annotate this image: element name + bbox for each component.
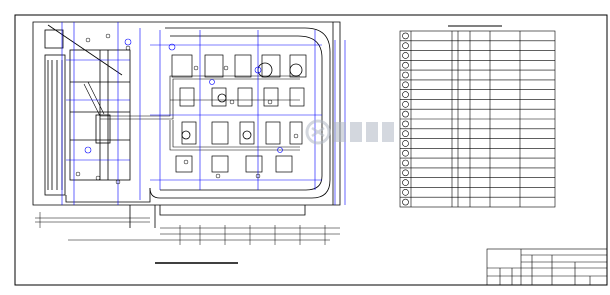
row-marker [402, 81, 409, 89]
blue-annotations [61, 22, 346, 205]
dimension-lines [35, 212, 340, 245]
watermark-logo [305, 119, 394, 145]
row-marker [402, 120, 409, 128]
row-markers [402, 32, 409, 206]
row-marker [402, 159, 409, 167]
table-rows [400, 40, 555, 198]
row-marker [402, 130, 409, 137]
diagonal-line [47, 24, 123, 76]
row-marker [402, 71, 409, 79]
row-marker [402, 140, 409, 147]
row-marker [402, 32, 409, 40]
sheet-border [14, 14, 608, 286]
equipment-blocks [171, 54, 307, 173]
tag-bubbles [75, 33, 299, 185]
enclosure-wall [149, 27, 331, 199]
floor-plan [32, 21, 341, 228]
row-marker [402, 169, 409, 177]
row-marker [402, 149, 409, 157]
row-marker [402, 198, 409, 206]
site-boundary [32, 21, 341, 206]
left-building [44, 54, 66, 196]
row-marker [402, 110, 409, 118]
row-marker [402, 101, 409, 108]
row-marker [402, 91, 409, 98]
row-marker [402, 42, 409, 49]
row-marker [402, 189, 409, 196]
lower-annex [65, 188, 151, 203]
row-marker [402, 61, 409, 69]
row-marker [402, 52, 409, 59]
title-block [486, 248, 608, 286]
pipe-runs [83, 75, 300, 151]
schedule-table [399, 25, 556, 208]
row-marker [402, 179, 409, 186]
